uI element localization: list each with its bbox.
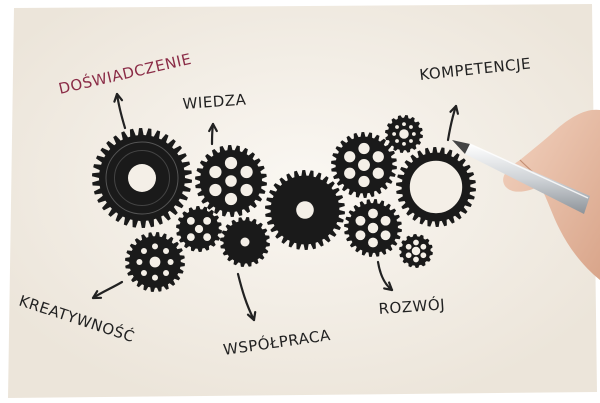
gear [125,232,185,292]
arrow [376,260,394,292]
gear [176,206,222,252]
arrow [113,92,127,130]
gear [399,234,433,268]
label-wiedza: WIEDZA [182,91,247,113]
gear [344,199,402,257]
arrow [208,122,218,146]
gear [92,128,192,228]
arrow [91,280,124,300]
arrow [236,272,257,322]
gear [396,147,476,227]
arrows [91,92,459,322]
gear [220,217,270,267]
pen [452,140,590,214]
gear [331,132,397,198]
gear [265,170,345,250]
arrow [446,104,459,142]
gear [195,145,267,217]
label-rozwoj: ROZWÓJ [378,294,446,318]
gear [385,115,423,153]
gear-cluster [92,115,476,292]
